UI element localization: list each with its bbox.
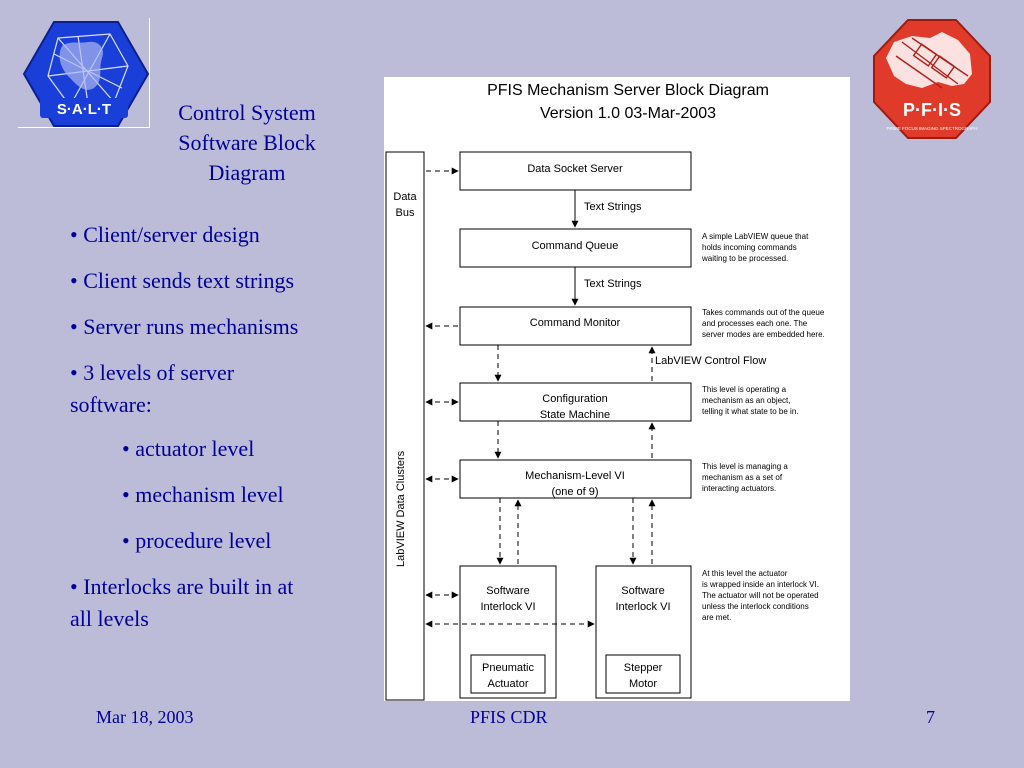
bullet-item: • 3 levels of server	[70, 360, 235, 385]
command-queue-box	[459, 228, 692, 268]
bullet-item-continuation: all levels	[70, 606, 149, 631]
bullet-item: • Client/server design	[70, 222, 260, 247]
box-label: Interlock VI	[480, 601, 535, 613]
data-socket-server-box	[459, 151, 692, 191]
box-label: Software	[486, 585, 529, 597]
box-label: Mechanism-Level VI	[525, 470, 625, 482]
note-line: This level is managing a	[702, 462, 788, 471]
bullet-item: • Interlocks are built in at	[70, 574, 294, 599]
note-line: The actuator will not be operated	[702, 591, 819, 600]
stepper-motor-box	[605, 654, 681, 694]
note-line: mechanism as a set of	[702, 473, 783, 482]
pneumatic-actuator-box	[470, 654, 546, 694]
pfis-logo: P·F·I·S PRIME FOCUS IMAGING SPECTROGRAPH	[873, 19, 991, 139]
footer-title: PFIS CDR	[470, 707, 548, 727]
flow-label: Text Strings	[584, 201, 642, 213]
note-line: unless the interlock conditions	[702, 602, 809, 611]
note-line: Takes commands out of the queue	[702, 308, 825, 317]
note-line: mechanism as an object,	[702, 396, 791, 405]
box-label: Actuator	[488, 678, 529, 690]
data-bus-label: Bus	[396, 207, 415, 219]
box-label: (one of 9)	[551, 486, 598, 498]
box-label: State Machine	[540, 409, 610, 421]
note-line: telling it what state to be in.	[702, 407, 799, 416]
data-bus-label: Data	[393, 191, 417, 203]
control-flow-label: LabVIEW Control Flow	[655, 355, 766, 367]
note-line: server modes are embedded here.	[702, 330, 825, 339]
slide-title-line: Software Block	[178, 130, 316, 155]
box-label: Command Monitor	[530, 317, 621, 329]
note-line: waiting to be processed.	[701, 254, 788, 263]
note-line: interacting actuators.	[702, 484, 776, 493]
flow-label: Text Strings	[584, 278, 642, 290]
note-line: are met.	[702, 613, 731, 622]
bullet-item: • Server runs mechanisms	[70, 314, 299, 339]
pfis-logo-text: P·F·I·S	[903, 100, 961, 120]
salt-logo-text: S·A·L·T	[57, 101, 111, 118]
note-line: This level is operating a	[702, 385, 787, 394]
note-line: At this level the actuator	[702, 569, 788, 578]
box-label: Interlock VI	[615, 601, 670, 613]
sub-bullet-item: • mechanism level	[122, 482, 284, 507]
diagram-title: PFIS Mechanism Server Block Diagram	[487, 82, 769, 99]
note-line: is wrapped inside an interlock VI.	[702, 580, 819, 589]
box-label: Configuration	[542, 393, 607, 405]
pfis-logo-subtext: PRIME FOCUS IMAGING SPECTROGRAPH	[886, 126, 977, 131]
note-line: A simple LabVIEW queue that	[702, 232, 809, 241]
slide-title-line: Diagram	[208, 160, 286, 185]
note-line: and processes each one. The	[702, 319, 808, 328]
sub-bullet-item: • actuator level	[122, 436, 255, 461]
annotation-notes: A simple LabVIEW queue that holds incomi…	[701, 232, 825, 622]
block-diagram: PFIS Mechanism Server Block Diagram Vers…	[385, 82, 825, 701]
bullet-item-continuation: software:	[70, 392, 152, 417]
sub-bullet-item: • procedure level	[122, 528, 272, 553]
footer-date: Mar 18, 2003	[96, 707, 194, 727]
box-label: Command Queue	[532, 240, 619, 252]
logo-frame	[18, 18, 150, 128]
configuration-state-machine-box	[459, 382, 692, 422]
note-line: holds incoming commands	[702, 243, 797, 252]
salt-logo: S·A·L·T	[22, 21, 150, 127]
data-bus-box	[385, 151, 425, 701]
box-label: Motor	[629, 678, 657, 690]
data-clusters-label: LabVIEW Data Clusters	[395, 450, 407, 567]
slide-title-line: Control System	[178, 100, 316, 125]
mechanism-level-vi-box	[459, 459, 692, 499]
page-number: 7	[926, 707, 935, 727]
slide-title: Control System Software Block Diagram	[152, 98, 342, 188]
box-label: Software	[621, 585, 664, 597]
diagram-subtitle: Version 1.0 03-Mar-2003	[540, 105, 716, 122]
bullet-item: • Client sends text strings	[70, 268, 295, 293]
box-label: Data Socket Server	[527, 163, 623, 175]
box-label: Pneumatic	[482, 662, 534, 674]
command-monitor-box	[459, 306, 692, 346]
box-label: Stepper	[624, 662, 663, 674]
